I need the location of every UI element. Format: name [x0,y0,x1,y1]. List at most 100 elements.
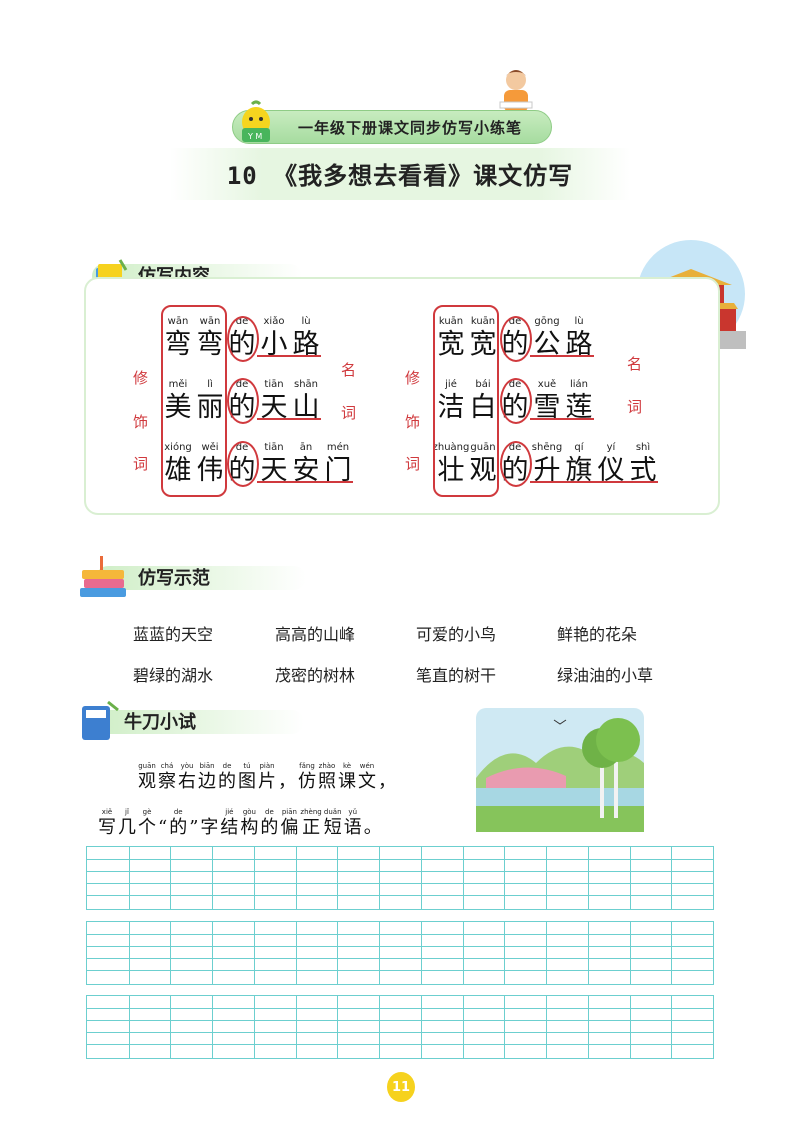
grid-column-line [629,847,631,909]
grid-line [87,1044,713,1045]
grid-column-line [337,847,339,909]
modifier-bracket-left [161,305,227,497]
grid-column-line [337,922,339,984]
de-circle-left-1 [227,316,259,362]
grid-column-line [170,847,172,909]
writing-grid-3[interactable] [86,995,714,1059]
modifier-label-3: 词 [133,455,149,473]
modifier-bracket-right [433,305,499,497]
section-try-label: 牛刀小试 [124,712,196,733]
grid-column-line [420,847,422,909]
section-try-header: 牛刀小试 [74,700,304,740]
grid-column-line [420,996,422,1058]
section-examples-header: 仿写示范 [76,556,306,597]
grid-column-line [253,847,255,909]
grid-column-line [128,996,130,1058]
grid-column-line [379,996,381,1058]
noun-label-2: 词 [341,404,357,422]
grid-column-line [546,847,548,909]
grid-line [87,1020,713,1021]
grid-line [87,871,713,872]
grid-column-line [629,996,631,1058]
grid-column-line [504,996,506,1058]
noun-underline-left-2 [257,418,321,420]
example-1: 蓝蓝的天空 [133,625,214,644]
grid-line [87,895,713,896]
example-5: 碧绿的湖水 [133,666,214,685]
grid-line [87,883,713,884]
grid-line [87,1032,713,1033]
de-circle-left-3 [227,441,259,487]
lemon-mascot-icon: Y M [242,100,270,142]
grid-column-line [128,847,130,909]
modifier-label-right-3: 词 [405,455,421,473]
grid-column-line [170,922,172,984]
series-title: 一年级下册课文同步仿写小练笔 [297,118,522,137]
grid-column-line [504,922,506,984]
grid-column-line [295,996,297,1058]
section-examples-label: 仿写示范 [138,568,210,589]
modifier-label-1: 修 [133,369,149,387]
noun-underline-right-1 [530,355,594,357]
landscape-illustration [476,708,644,832]
grid-column-line [587,996,589,1058]
example-6: 茂密的树林 [275,666,356,685]
grid-column-line [295,922,297,984]
title-band [170,148,630,200]
grid-column-line [587,847,589,909]
example-3: 可爱的小鸟 [416,625,497,644]
grid-column-line [462,922,464,984]
example-7: 笔直的树干 [416,666,497,685]
grid-column-line [212,922,214,984]
grid-line [87,934,713,935]
grid-column-line [212,996,214,1058]
grid-column-line [504,847,506,909]
grid-column-line [462,996,464,1058]
example-2: 高高的山峰 [275,625,356,644]
noun-underline-left-3 [257,481,353,483]
grid-column-line [420,922,422,984]
series-banner: 一年级下册课文同步仿写小练笔 [232,110,552,144]
page-number: 11 [387,1072,415,1102]
boy-illustration [499,70,533,112]
grid-column-line [170,996,172,1058]
noun-underline-left-1 [257,355,321,357]
example-8: 绿油油的小草 [557,666,654,685]
de-circle-right-2 [500,378,532,424]
grid-column-line [253,996,255,1058]
noun-label-right-2: 词 [627,398,643,416]
grid-column-line [295,847,297,909]
modifier-label-2: 饰 [133,413,149,431]
grid-column-line [671,922,673,984]
de-circle-left-2 [227,378,259,424]
modifier-label-right-1: 修 [405,369,421,387]
imitation-content-box [84,277,720,515]
grid-line [87,859,713,860]
grid-column-line [671,847,673,909]
de-circle-right-3 [500,441,532,487]
de-circle-right-1 [500,316,532,362]
grid-column-line [253,922,255,984]
grid-line [87,958,713,959]
notebook-icon [82,700,119,740]
grid-line [87,946,713,947]
grid-line [87,1008,713,1009]
grid-column-line [462,847,464,909]
writing-grid-1[interactable] [86,846,714,910]
grid-column-line [212,847,214,909]
grid-column-line [629,922,631,984]
grid-column-line [337,996,339,1058]
grid-column-line [379,847,381,909]
noun-underline-right-2 [530,418,594,420]
grid-line [87,970,713,971]
modifier-label-right-2: 饰 [405,413,421,431]
grid-column-line [546,996,548,1058]
grid-column-line [128,922,130,984]
writing-grid-2[interactable] [86,921,714,985]
noun-underline-right-3 [530,481,658,483]
noun-label-1: 名 [341,361,357,379]
page-title: 10 《我多想去看看》课文仿写 [226,162,574,190]
grid-column-line [587,922,589,984]
